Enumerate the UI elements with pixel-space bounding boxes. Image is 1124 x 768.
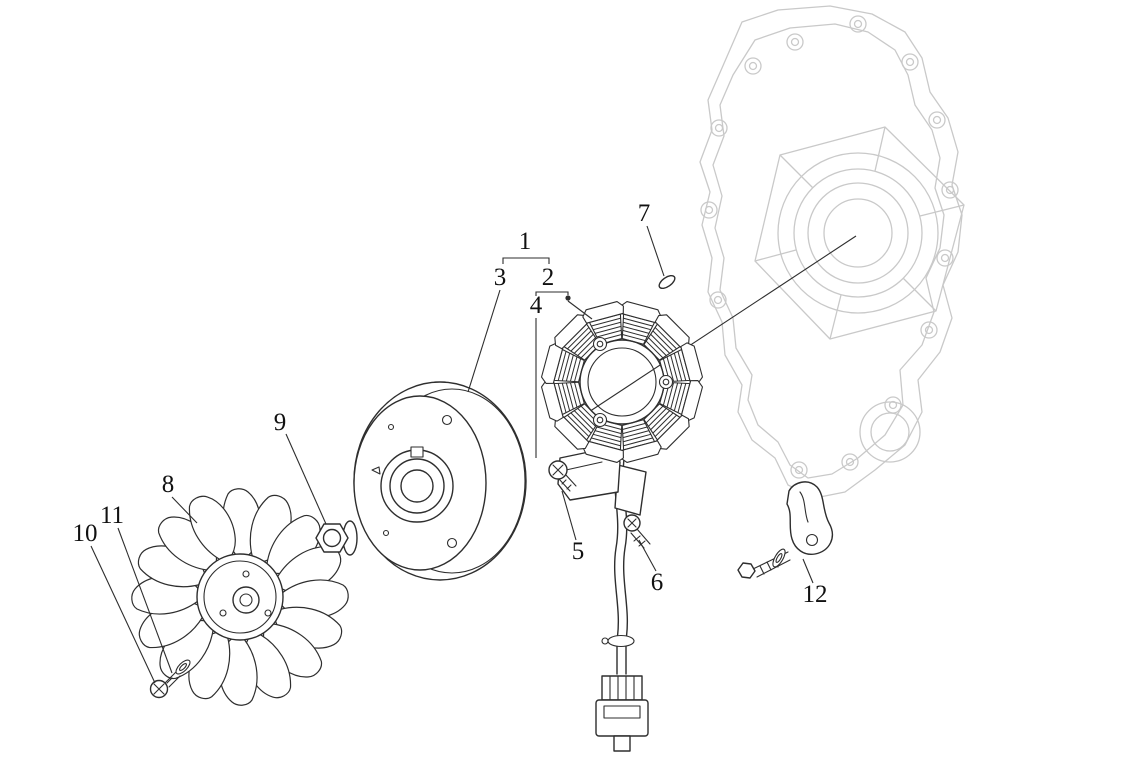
flange-nut — [315, 520, 358, 556]
stator-ring — [579, 339, 665, 425]
crankcase-lower-boss — [859, 401, 921, 463]
leader-line-8 — [171, 496, 198, 524]
leader-line-9 — [285, 433, 327, 525]
bracket-bolt — [737, 548, 791, 579]
cable-connector — [595, 675, 649, 752]
pickup-bracket — [557, 447, 647, 516]
cable-tie — [601, 634, 635, 648]
underlay-layer — [562, 235, 857, 430]
stator-screw-front — [548, 460, 577, 492]
crankcase-bearing-boss — [777, 152, 939, 314]
timing-mark — [371, 466, 381, 475]
crankcase-bolt-bosses — [700, 15, 959, 479]
leader-line-5 — [561, 490, 577, 541]
callout-9: 9 — [274, 409, 287, 436]
fan-washer — [175, 659, 191, 675]
leader-line-12 — [802, 558, 814, 584]
stator-assembly — [539, 299, 705, 465]
group-bracket-2 — [535, 291, 569, 296]
crankcase-inner-contour — [712, 23, 945, 479]
fan-screw — [149, 671, 181, 699]
leader-line-3 — [467, 289, 501, 393]
leader-line-6 — [638, 539, 657, 572]
support-bracket — [786, 481, 833, 556]
callout-2: 2 — [542, 264, 555, 291]
fan-hub-disc — [196, 553, 284, 641]
woodruff-key — [658, 274, 676, 290]
callout-5: 5 — [572, 538, 585, 565]
engine-crankcase-outline — [699, 5, 965, 499]
callout-4: 4 — [530, 292, 543, 319]
group-bracket-1 — [502, 257, 550, 264]
flywheel-keyway — [410, 446, 424, 458]
flywheel-face — [353, 395, 487, 571]
stator-reference-dot — [565, 295, 571, 301]
leader-line-7 — [646, 225, 665, 277]
leader-line-11 — [117, 527, 173, 674]
callout-10: 10 — [73, 520, 98, 547]
assembly-reference-line — [562, 235, 857, 430]
callout-7: 7 — [638, 200, 651, 227]
callout-11: 11 — [100, 502, 124, 529]
leader-line-10 — [90, 545, 156, 684]
leader-line-dot — [567, 300, 593, 320]
crankcase-outer-contour — [699, 5, 963, 499]
callout-1: 1 — [519, 228, 532, 255]
callout-3: 3 — [494, 264, 507, 291]
stator-screw-rear — [623, 514, 651, 549]
cooling-fan — [131, 488, 349, 706]
callout-8: 8 — [162, 471, 175, 498]
fan-hub-center — [232, 586, 260, 614]
flywheel-rotor — [353, 381, 527, 581]
callout-6: 6 — [651, 569, 664, 596]
callout-12: 12 — [803, 581, 828, 608]
stator-coils — [539, 299, 705, 465]
